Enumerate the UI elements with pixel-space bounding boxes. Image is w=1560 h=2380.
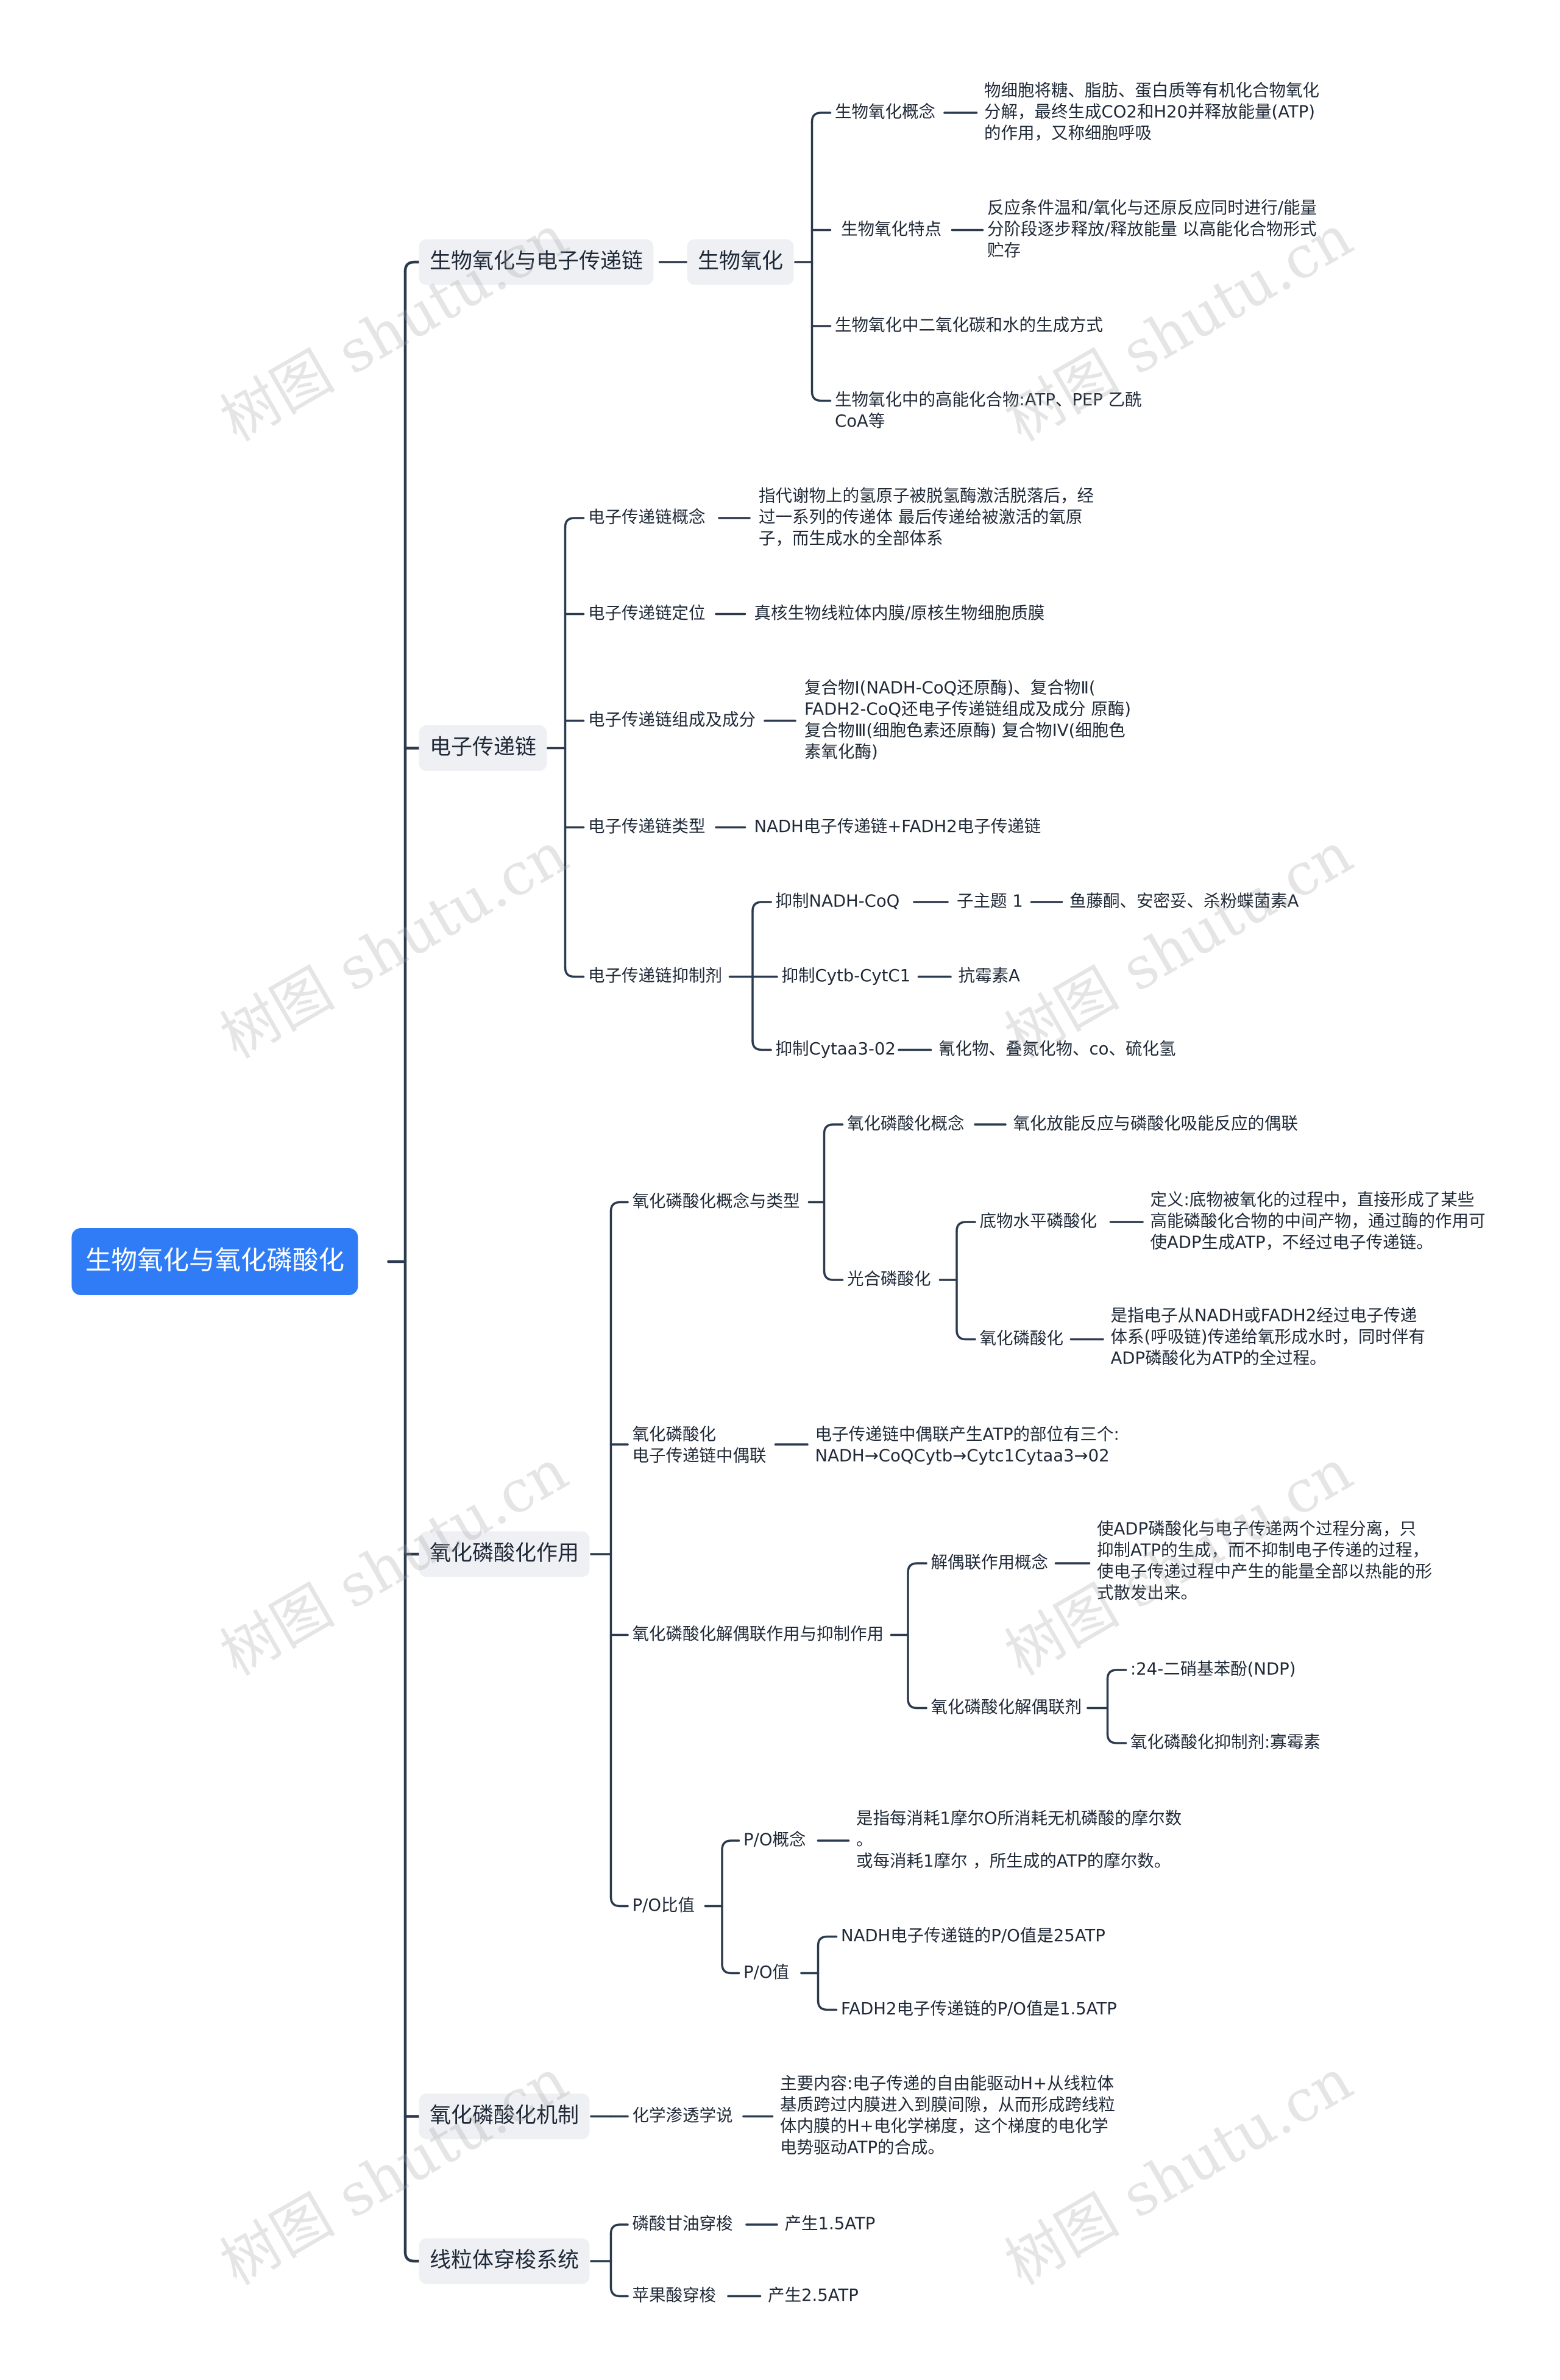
label-oxphos-concept[interactable]: 氧化磷酸化概念 (847, 1114, 965, 1134)
connector-line (403, 2250, 420, 2263)
connector-line (810, 390, 832, 402)
text-etc-composition: 复合物I(NADH-CoQ还原酶)、复合物Ⅱ( FADH2-CoQ还电子传递链组… (804, 678, 1132, 762)
connector-line (721, 1839, 740, 1851)
label-dinitrophenol[interactable]: :24-二硝基苯酚(NDP) (1130, 1659, 1296, 1680)
label-etc-composition[interactable]: 电子传递链组成及成分 (588, 710, 756, 730)
label-etc-location[interactable]: 电子传递链定位 (588, 603, 706, 623)
label-etc-inhibitors[interactable]: 电子传递链抑制剂 (588, 966, 722, 986)
text-etc-concept: 指代谢物上的氢原子被脱氢酶激活脱落后，经 过一系列的传递体 最后传递给被激活的氧… (759, 486, 1094, 549)
label-uncoupling-inhibition[interactable]: 氧化磷酸化解偶联作用与抑制作用 (632, 1624, 884, 1644)
label-substrate-level-phosphorylation[interactable]: 底物水平磷酸化 (979, 1211, 1097, 1232)
label-bio-oxidation-features[interactable]: 生物氧化特点 (841, 219, 941, 240)
connector-line (823, 1270, 844, 1281)
root-topic[interactable]: 生物氧化与氧化磷酸化 (71, 1228, 358, 1295)
text-cytb-inhibitor: 抗霉素A (958, 966, 1020, 986)
text-oxidative-phosphorylation: 是指电子从NADH或FADH2经过电子传递 体系(呼吸链)传递给氧形成水时，同时… (1110, 1305, 1425, 1369)
label-inhibit-cytaa3[interactable]: 抑制Cytaa3-02 (775, 1039, 896, 1059)
text-etc-types: NADH电子传递链+FADH2电子传递链 (754, 817, 1041, 837)
label-co2-water-generation[interactable]: 生物氧化中二氧化碳和水的生成方式 (835, 315, 1103, 336)
connector-line (823, 1123, 844, 1135)
connector-line (721, 1963, 740, 1975)
label-bio-oxidation-concept[interactable]: 生物氧化概念 (835, 102, 935, 123)
text-nadh-coq-inhibitors: 鱼藤酮、安密妥、杀粉蝶菌素A (1069, 891, 1299, 912)
connector-line (956, 1329, 976, 1341)
connector-line (751, 1039, 772, 1051)
label-glycerophosphate-shuttle[interactable]: 磷酸甘油穿梭 (632, 2214, 733, 2234)
connector-line (751, 901, 772, 912)
connector-line (609, 2223, 629, 2235)
label-fadh2-po[interactable]: FADH2电子传递链的P/O值是1.5ATP (841, 1999, 1117, 2019)
branch-electron-transport-chain[interactable]: 电子传递链 (419, 725, 547, 771)
label-oxphos-concept-types[interactable]: 氧化磷酸化概念与类型 (632, 1192, 800, 1212)
label-uncouplers[interactable]: 氧化磷酸化解偶联剂 (931, 1697, 1082, 1718)
branch-oxphos-mechanism[interactable]: 氧化磷酸化机制 (419, 2094, 590, 2139)
label-uncoupling-concept[interactable]: 解偶联作用概念 (931, 1552, 1049, 1573)
label-etc-coupling[interactable]: 氧化磷酸化 电子传递链中偶联 (632, 1424, 767, 1466)
connector-line (817, 1999, 838, 2011)
label-high-energy-compounds[interactable]: 生物氧化中的高能化合物:ATP、PEP 乙酰 CoA等 (835, 390, 1142, 432)
label-etc-concept[interactable]: 电子传递链概念 (588, 507, 706, 528)
connector-line (564, 517, 585, 528)
connector-line (1106, 1669, 1127, 1680)
label-po-value[interactable]: P/O值 (743, 1963, 789, 1983)
label-nadh-po[interactable]: NADH电子传递链的P/O值是25ATP (841, 1926, 1105, 1946)
connector-line (609, 1895, 629, 1908)
label-po-ratio[interactable]: P/O比值 (632, 1895, 695, 1916)
branch-mitochondrial-shuttle[interactable]: 线粒体穿梭系统 (419, 2238, 590, 2284)
label-photophosphorylation[interactable]: 光合磷酸化 (847, 1269, 931, 1290)
connector-line (609, 1201, 629, 1213)
text-oxphos-concept: 氧化放能反应与磷酸化吸能反应的偶联 (1013, 1114, 1299, 1134)
text-uncoupling-concept: 使ADP磷酸化与电子传递两个过程分离，只 抑制ATP的生成，而不抑制电子传递的过… (1097, 1519, 1432, 1604)
topic-bio-oxidation[interactable]: 生物氧化 (687, 239, 794, 285)
connector-line (907, 1562, 927, 1574)
branch-oxidative-phosphorylation[interactable]: 氧化磷酸化作用 (419, 1531, 590, 1577)
label-po-concept[interactable]: P/O概念 (743, 1830, 806, 1850)
label-oxidative-phosphorylation[interactable]: 氧化磷酸化 (979, 1329, 1064, 1349)
branch-bio-oxidation-chain[interactable]: 生物氧化与电子传递链 (419, 239, 654, 285)
connector-line (609, 2286, 629, 2298)
label-malate-shuttle[interactable]: 苹果酸穿梭 (632, 2286, 717, 2306)
text-bio-oxidation-concept: 物细胞将糖、脂肪、蛋白质等有机化合物氧化 分解，最终生成CO2和H20并释放能量… (984, 80, 1319, 144)
label-etc-types[interactable]: 电子传递链类型 (588, 817, 706, 837)
connector-line (564, 966, 585, 978)
text-po-concept: 是指每消耗1摩尔O所消耗无机磷酸的摩尔数 。 或每消耗1摩尔 ，所生成的ATP的… (856, 1808, 1182, 1872)
connector-line (810, 112, 832, 123)
text-chemiosmotic-theory: 主要内容:电子传递的自由能驱动H+从线粒体 基质跨过内膜进入到膜间隙，从而形成跨… (780, 2073, 1115, 2158)
connector-line (956, 1221, 976, 1232)
label-oligomycin[interactable]: 氧化磷酸化抑制剂:寡霉素 (1130, 1732, 1321, 1753)
connector-line (907, 1697, 927, 1710)
label-inhibit-nadh-coq[interactable]: 抑制NADH-CoQ (775, 891, 900, 912)
text-etc-location: 真核生物线粒体内膜/原核生物细胞质膜 (754, 603, 1045, 623)
connector-line (817, 1935, 838, 1947)
label-subtopic-1[interactable]: 子主题 1 (957, 891, 1023, 912)
text-substrate-level-phosphorylation: 定义:底物被氧化的过程中，直接形成了某些 高能磷酸化合物的中间产物，通过酶的作用… (1150, 1190, 1486, 1253)
connector-line (403, 260, 420, 273)
connector-line (1106, 1733, 1127, 1744)
text-glycerophosphate-atp: 产生1.5ATP (784, 2214, 876, 2234)
text-bio-oxidation-features: 反应条件温和/氧化与还原反应同时进行/能量 分阶段逐步释放/释放能量 以高能化合… (987, 198, 1317, 261)
label-inhibit-cytb-cytc1[interactable]: 抑制Cytb-CytC1 (781, 966, 911, 986)
text-cytaa3-inhibitors: 氰化物、叠氮化物、co、硫化氢 (938, 1039, 1176, 1059)
label-chemiosmotic-theory[interactable]: 化学渗透学说 (632, 2106, 733, 2126)
text-etc-coupling: 电子传递链中偶联产生ATP的部位有三个: NADH→CoQCytb→Cytc1C… (815, 1424, 1119, 1466)
text-malate-atp: 产生2.5ATP (768, 2286, 859, 2306)
